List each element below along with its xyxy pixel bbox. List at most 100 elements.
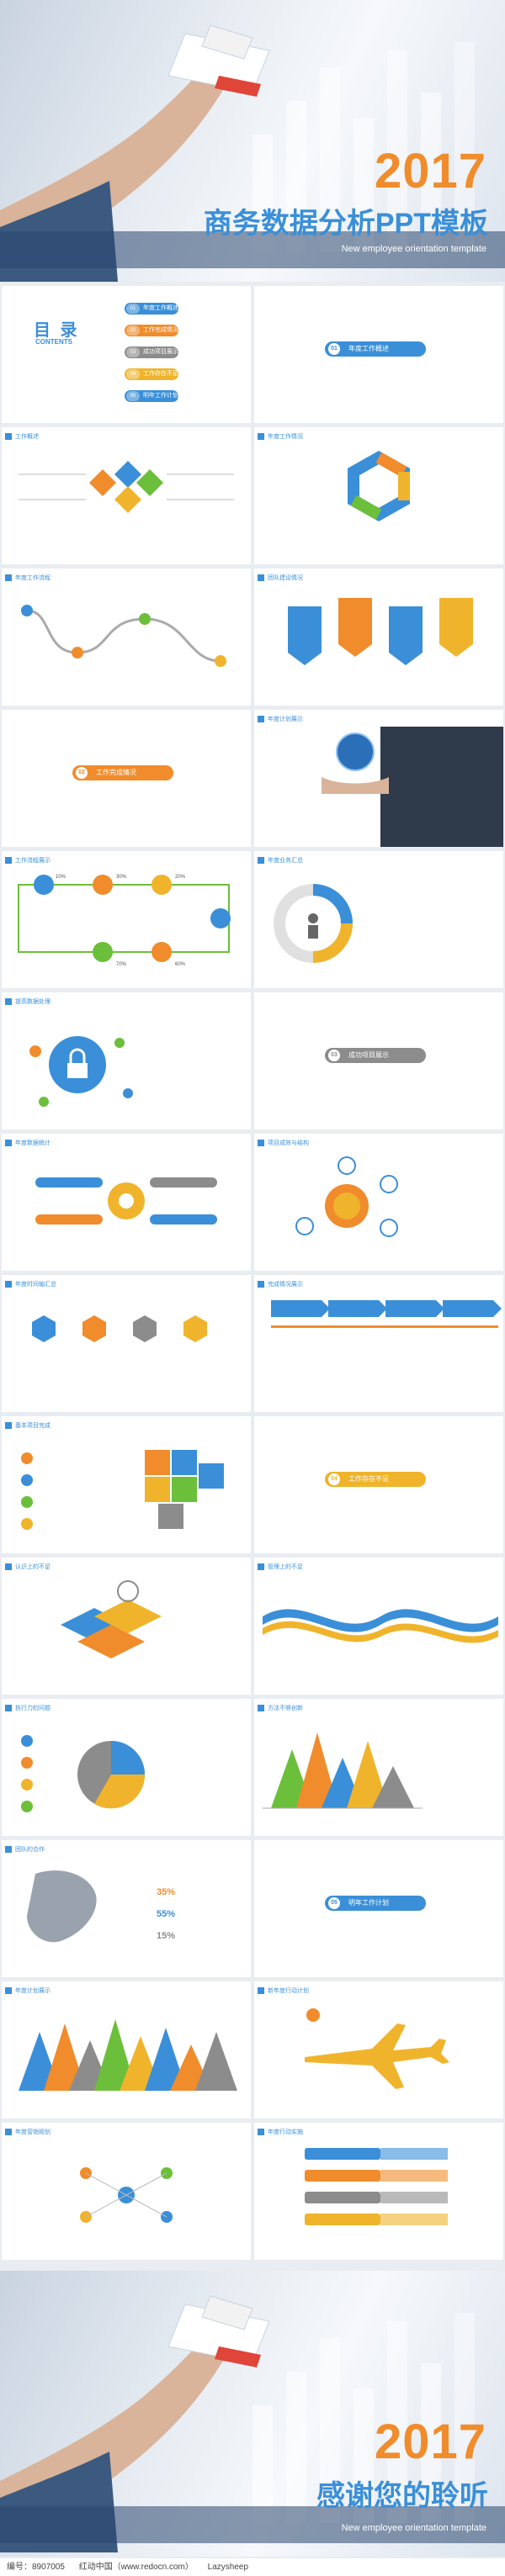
slide-implementation[interactable]: 年度行动实施 [254, 2123, 503, 2260]
slide-management-gap[interactable]: 管理上的不足 [254, 1558, 503, 1695]
slide-title: 提高数据处理 [15, 999, 50, 1005]
percent-label: 70% [116, 962, 127, 967]
slide-title: 年度营销规划 [15, 2129, 50, 2135]
slide-data-processing[interactable]: 提高数据处理 [2, 992, 251, 1129]
slide-title: 基本项目完成 [15, 1423, 50, 1429]
toc-subtitle: CONTENTS [35, 338, 72, 346]
lock-icon [29, 1036, 133, 1107]
stat-percent: 55% [157, 1909, 176, 1919]
slide-team-building[interactable]: 团队建设情况 [254, 569, 503, 706]
thermometer-markers [32, 1315, 207, 1342]
slide-team-cooperation[interactable]: 团队的合作 35% 55% 15% [2, 1840, 251, 1977]
hexagon-diagram [348, 450, 410, 522]
slide-title: 项目成效与结构 [268, 1140, 309, 1146]
slide-completion[interactable]: 完成情况展示 [254, 1275, 503, 1412]
workflow-path [21, 605, 226, 667]
slide-timeline-summary[interactable]: 年度时间轴汇总 [2, 1275, 251, 1412]
team-shields [288, 598, 473, 665]
overview-diagram [19, 461, 234, 513]
slide-execution[interactable]: 执行力的问题 [2, 1699, 251, 1836]
slide-annual-workflow[interactable]: 年度工作流程 [2, 569, 251, 706]
slide-title: 年度时间轴汇总 [15, 1282, 56, 1288]
cover-slide: 2017 商务数据分析PPT模板 New employee orientatio… [0, 0, 505, 282]
toc-title: 目 录 [34, 321, 80, 340]
slide-method-innovation[interactable]: 方法不够创新 [254, 1699, 503, 1836]
gear-icon [35, 1177, 217, 1225]
pie-chart [21, 1735, 146, 1812]
slide-title: 团队建设情况 [268, 575, 303, 581]
slide-title: 管理上的不足 [268, 1564, 303, 1570]
network-map [80, 2167, 173, 2223]
background-bars-graphic [252, 42, 475, 252]
slide-title: 年度计划展示 [15, 1988, 50, 1994]
closing-subtitle: New employee orientation template [341, 2523, 486, 2533]
cover-stripe [0, 231, 505, 268]
slide-title: 新年度行动计划 [268, 1988, 309, 1994]
slide-title: 年度行动实施 [268, 2129, 303, 2135]
slide-workflow-display[interactable]: 工作流程展示 10% 30% 20% 60% 70% [2, 851, 251, 988]
triangle-peaks [263, 1732, 423, 1809]
closing-slide: 2017 感谢您的聆听 New employee orientation tem… [0, 2271, 505, 2557]
cover-subtitle: New employee orientation template [341, 244, 486, 254]
slide-action-plan[interactable]: 新年度行动计划 [254, 1981, 503, 2118]
donut-chart [274, 884, 353, 963]
slide-title: 完成情况展示 [268, 1282, 303, 1288]
slide-title: 方法不够创新 [268, 1706, 303, 1711]
percent-label: 10% [56, 875, 66, 880]
cycle-flow [18, 875, 231, 962]
percent-label: 30% [116, 875, 127, 880]
slide-title: 年度计划展示 [268, 717, 303, 722]
isometric-blocks [61, 1580, 162, 1658]
stat-percent: 35% [157, 1887, 176, 1897]
slide-business-summary[interactable]: 年度业务汇总 [254, 851, 503, 988]
closing-year: 2017 [374, 2415, 486, 2469]
arrow-steps [271, 1300, 502, 1328]
stat-percent: 15% [157, 1931, 176, 1941]
slide-project-structure[interactable]: 项目成效与结构 [254, 1134, 503, 1271]
slide-annual-work[interactable]: 年度工作情况 [254, 427, 503, 564]
percent-label: 60% [175, 962, 186, 967]
footer-id: 编号：8907005 [7, 2563, 65, 2572]
slide-title: 年度工作流程 [15, 575, 50, 581]
slide-title: 执行力的问题 [15, 1706, 50, 1711]
businessman-globe-photo [322, 727, 503, 847]
slide-title: 工作流程展示 [15, 858, 50, 864]
slide-marketing-plan[interactable]: 年度营销规划 [2, 2123, 251, 2260]
slide-title: 工作概述 [15, 434, 39, 440]
cube-cluster [21, 1450, 224, 1530]
slide-basic-project[interactable]: 基本项目完成 [2, 1416, 251, 1553]
slide-annual-plan-peaks[interactable]: 年度计划展示 [2, 1981, 251, 2118]
slide-awareness-gap[interactable]: 认识上的不足 [2, 1558, 251, 1695]
closing-stripe [0, 2506, 505, 2543]
slide-title: 年度业务汇总 [268, 858, 303, 864]
slide-data-statistics[interactable]: 年度数据统计 [2, 1134, 251, 1271]
footer-author: Lazysheep [207, 2563, 249, 2572]
cover-year: 2017 [374, 144, 486, 198]
slide-plan-photo[interactable]: 年度计划展示 [254, 710, 503, 847]
staircase-arrows [305, 2148, 448, 2225]
closing-title: 感谢您的聆听 [316, 2480, 488, 2512]
hand-gesture-icon [27, 1870, 97, 1943]
footer-site: 红动中国（www.redocn.com） [78, 2563, 194, 2572]
background-bars-graphic [252, 2313, 475, 2523]
slide-work-overview[interactable]: 工作概述 [2, 427, 251, 564]
slide-title: 年度数据统计 [15, 1140, 50, 1146]
